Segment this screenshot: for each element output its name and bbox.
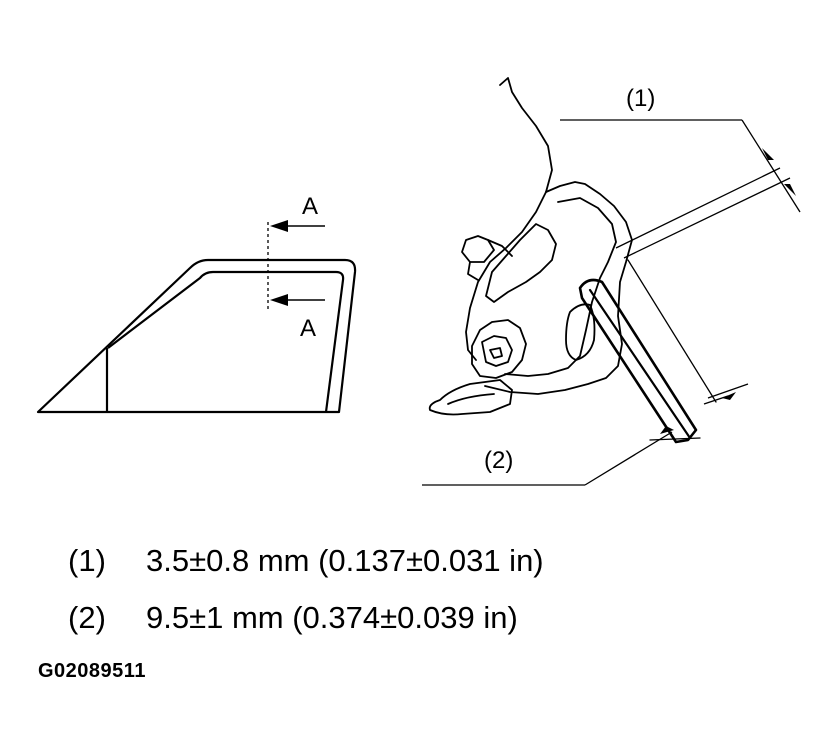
spec-row-2: (2) 9.5±1 mm (0.374±0.039 in) xyxy=(68,600,518,636)
dimension-2-arrow-right xyxy=(722,392,736,400)
spec-text-1: 3.5±0.8 mm (0.137±0.031 in) xyxy=(146,543,544,578)
dimension-2-lines xyxy=(422,383,749,486)
spec-row-1: (1) 3.5±0.8 mm (0.137±0.031 in) xyxy=(68,543,544,579)
section-arrow-bottom xyxy=(270,294,325,306)
molding-cross-section xyxy=(428,77,717,444)
dimension-1-arrow-bottom xyxy=(784,184,796,196)
spec-number-1: (1) xyxy=(68,543,106,578)
dimension-1-lines xyxy=(560,119,801,259)
section-arrow-top xyxy=(270,220,325,232)
section-marker-top: A xyxy=(302,193,318,220)
molding-installation-diagram: A A xyxy=(36,77,801,486)
spec-number-2: (2) xyxy=(68,600,106,635)
figure-code: G02089511 xyxy=(38,660,146,682)
dimension-2-arrow-left xyxy=(660,426,674,434)
window-glass-outline xyxy=(36,258,357,414)
section-marker-bottom: A xyxy=(300,315,316,342)
spec-text-2: 9.5±1 mm (0.374±0.039 in) xyxy=(146,600,518,635)
callout-1-label: (1) xyxy=(626,85,655,112)
callout-2-label: (2) xyxy=(484,447,513,474)
dimension-1-arrow-top xyxy=(762,148,774,160)
